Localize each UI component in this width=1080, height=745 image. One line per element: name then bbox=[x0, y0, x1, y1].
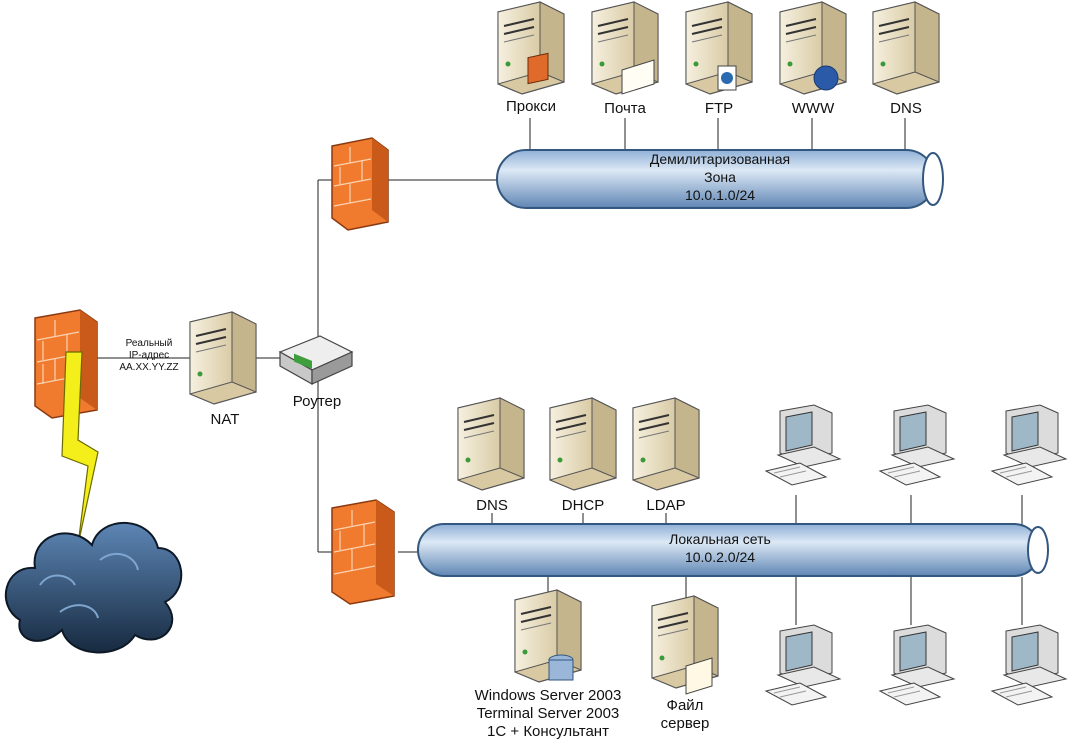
lan-server-label-dns: DNS bbox=[476, 497, 508, 514]
dmz-server-label-dns: DNS bbox=[890, 100, 922, 117]
router-icon bbox=[278, 335, 354, 386]
app-server-icon bbox=[514, 589, 582, 683]
dmz-server-label-proxy: Прокси bbox=[505, 98, 557, 115]
servers-layer bbox=[189, 1, 940, 695]
nat-server-icon bbox=[189, 311, 257, 405]
nat-label: NAT bbox=[210, 411, 240, 428]
web-server-icon bbox=[779, 1, 847, 95]
app-server-label: Windows Server 2003 Terminal Server 2003… bbox=[448, 687, 648, 741]
file-server-line1: Файл bbox=[666, 697, 704, 714]
workstation-icon bbox=[878, 404, 956, 486]
dmz-server-label-www: WWW bbox=[791, 100, 835, 117]
dmz-pipe bbox=[496, 149, 944, 209]
real-ip-label: Реальный IP-адрес AA.XX.YY.ZZ bbox=[104, 338, 194, 374]
lan-server-label-ldap: LDAP bbox=[646, 497, 686, 514]
firewall-dmz-icon bbox=[331, 137, 389, 231]
real-ip-line1: Реальный bbox=[125, 338, 173, 349]
internet-cloud-icon bbox=[4, 521, 183, 654]
lightning-icon bbox=[61, 351, 99, 546]
app-server-line2: Terminal Server 2003 bbox=[476, 705, 620, 722]
app-server-line3: 1C + Консультант bbox=[487, 723, 609, 740]
real-ip-line2: IP-адрес bbox=[128, 350, 170, 361]
workstation-icon bbox=[878, 624, 956, 706]
router-label: Роутер bbox=[292, 393, 342, 410]
dmz-pipe-title: Демилитаризованная Зона 10.0.1.0/24 bbox=[600, 150, 840, 204]
dmz-server-label-mail: Почта bbox=[604, 100, 646, 117]
dmz-pipe-line1: Демилитаризованная bbox=[649, 151, 791, 167]
workstation-icon bbox=[990, 624, 1068, 706]
mail-server-icon bbox=[591, 1, 659, 95]
firewall-lan-icon bbox=[331, 499, 395, 605]
real-ip-address: AA.XX.YY.ZZ bbox=[119, 362, 179, 373]
workstation-icon bbox=[764, 404, 842, 486]
lan-subnet: 10.0.2.0/24 bbox=[684, 549, 756, 565]
dns-dmz-server-icon bbox=[872, 1, 940, 95]
dhcp-server-icon bbox=[549, 397, 617, 491]
dmz-pipe-line2: Зона bbox=[704, 169, 736, 185]
lan-server-label-dhcp: DHCP bbox=[561, 497, 605, 514]
lan-pipe bbox=[417, 523, 1049, 577]
workstation-icon bbox=[764, 624, 842, 706]
dmz-server-label-ftp: FTP bbox=[704, 100, 734, 117]
workstation-icon bbox=[990, 404, 1068, 486]
file-server-label: Файл сервер bbox=[645, 697, 725, 733]
dmz-subnet: 10.0.1.0/24 bbox=[684, 187, 756, 203]
lan-pipe-line1: Локальная сеть bbox=[669, 531, 771, 547]
lan-pipe-title: Локальная сеть 10.0.2.0/24 bbox=[600, 530, 840, 566]
ftp-server-icon bbox=[685, 1, 753, 95]
workstations-layer bbox=[764, 404, 1068, 706]
dns-lan-server-icon bbox=[457, 397, 525, 491]
file-server-line2: сервер bbox=[660, 715, 710, 732]
proxy-server-icon bbox=[497, 1, 565, 95]
app-server-line1: Windows Server 2003 bbox=[474, 687, 622, 704]
ldap-server-icon bbox=[632, 397, 700, 491]
file-server-icon bbox=[651, 595, 719, 695]
